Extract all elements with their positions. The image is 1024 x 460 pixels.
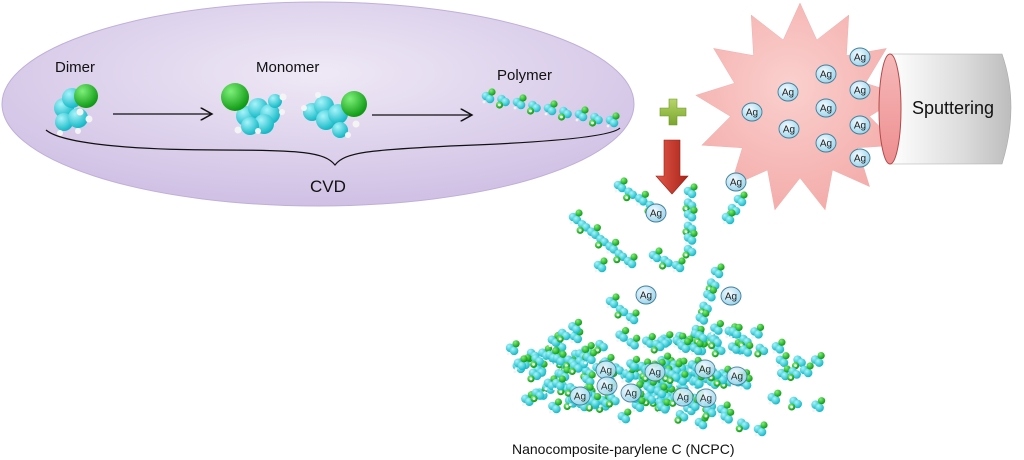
film-polymer-chain	[513, 355, 558, 391]
falling-polymer-chains	[568, 177, 748, 339]
ag-label: Ag	[677, 393, 689, 404]
dimer-molecule	[54, 84, 98, 136]
polymer-chain	[481, 88, 620, 128]
ag-label: Ag	[699, 365, 711, 376]
burst-ag-particle: Ag	[849, 47, 871, 67]
ag-label: Ag	[820, 104, 832, 115]
falling-polymer-chain	[593, 257, 608, 273]
ag-label: Ag	[640, 291, 652, 302]
ag-label: Ag	[700, 394, 712, 405]
falling-polymer-chain	[648, 247, 686, 273]
falling-ag-particle: Ag	[720, 286, 742, 306]
film-polymer-chain	[739, 338, 786, 358]
film-polymer-chain	[653, 383, 768, 437]
ag-label: Ag	[725, 292, 737, 303]
burst-ag-particle: Ag	[849, 148, 871, 168]
monomer-molecule-1	[221, 83, 287, 135]
ag-label: Ag	[854, 53, 866, 64]
label-polymer: Polymer	[497, 67, 552, 84]
falling-polymer-chain	[721, 191, 748, 225]
cylinder-rim	[878, 53, 902, 165]
ag-label: Ag	[820, 139, 832, 150]
film-polymer-chain	[656, 398, 709, 430]
monomer-molecule-2	[301, 91, 367, 138]
ag-label: Ag	[649, 368, 661, 379]
sputtering-target-cylinder	[878, 53, 1012, 165]
ag-label: Ag	[600, 366, 612, 377]
embedded-ag-particle: Ag	[644, 362, 666, 382]
burst-ag-particle: Ag	[815, 98, 837, 118]
falling-polymer-chain	[568, 209, 638, 269]
falling-ag-particle: Ag	[635, 285, 657, 305]
ag-label: Ag	[731, 372, 743, 383]
cvd-brace	[45, 127, 621, 166]
label-ncpc: Nanocomposite-parylene C (NCPC)	[512, 441, 735, 457]
falling-ag-particle: Ag	[645, 203, 667, 223]
down-arrow-icon	[655, 139, 689, 195]
falling-polymer-chain	[682, 183, 698, 259]
film-polymer-chain	[767, 389, 826, 413]
burst-ag-particle: Ag	[849, 80, 871, 100]
embedded-ag-particle: Ag	[620, 383, 642, 403]
ag-label: Ag	[782, 88, 794, 99]
embedded-ag-particle: Ag	[569, 386, 591, 406]
ag-label: Ag	[820, 70, 832, 81]
polymer-chain-top	[481, 88, 620, 128]
ag-label: Ag	[625, 389, 637, 400]
embedded-ag-particle: Ag	[672, 387, 694, 407]
ag-label: Ag	[783, 125, 795, 136]
ncpc-film	[505, 318, 826, 437]
burst-ag-particle: Ag	[777, 82, 799, 102]
embedded-ag-particle: Ag	[726, 366, 748, 386]
ag-label: Ag	[730, 178, 742, 189]
label-cvd: CVD	[310, 177, 346, 196]
burst-ag-particle: Ag	[815, 64, 837, 84]
film-polymer-chain	[689, 323, 743, 356]
ag-label: Ag	[601, 382, 613, 393]
label-sputtering: Sputtering	[912, 98, 994, 118]
film-polymer-chain	[776, 362, 814, 382]
burst-ag-particle: Ag	[849, 115, 871, 135]
label-dimer: Dimer	[55, 59, 95, 76]
embedded-ag-particle: Ag	[596, 376, 618, 396]
falling-polymer-chain	[605, 293, 640, 325]
film-polymer-chain	[727, 323, 765, 354]
film-polymer-chain	[547, 318, 583, 348]
film-polymer-chain	[626, 334, 692, 354]
burst-ag-particle: Ag	[815, 133, 837, 153]
falling-ag-particle: Ag	[725, 172, 747, 192]
ag-label: Ag	[854, 86, 866, 97]
embedded-ag-particle: Ag	[694, 359, 716, 379]
ag-label: Ag	[854, 121, 866, 132]
ag-label: Ag	[650, 209, 662, 220]
embedded-ag-particle: Ag	[595, 360, 617, 380]
ag-label: Ag	[746, 108, 758, 119]
label-monomer: Monomer	[256, 59, 319, 76]
burst-ag-particle: Ag	[778, 119, 800, 139]
burst-ag-particle: Ag	[741, 102, 763, 122]
ag-label: Ag	[854, 154, 866, 165]
film-polymer-chain	[775, 351, 825, 370]
plus-icon	[659, 98, 687, 126]
ag-label: Ag	[574, 392, 586, 403]
embedded-ag-particle: Ag	[695, 388, 717, 408]
